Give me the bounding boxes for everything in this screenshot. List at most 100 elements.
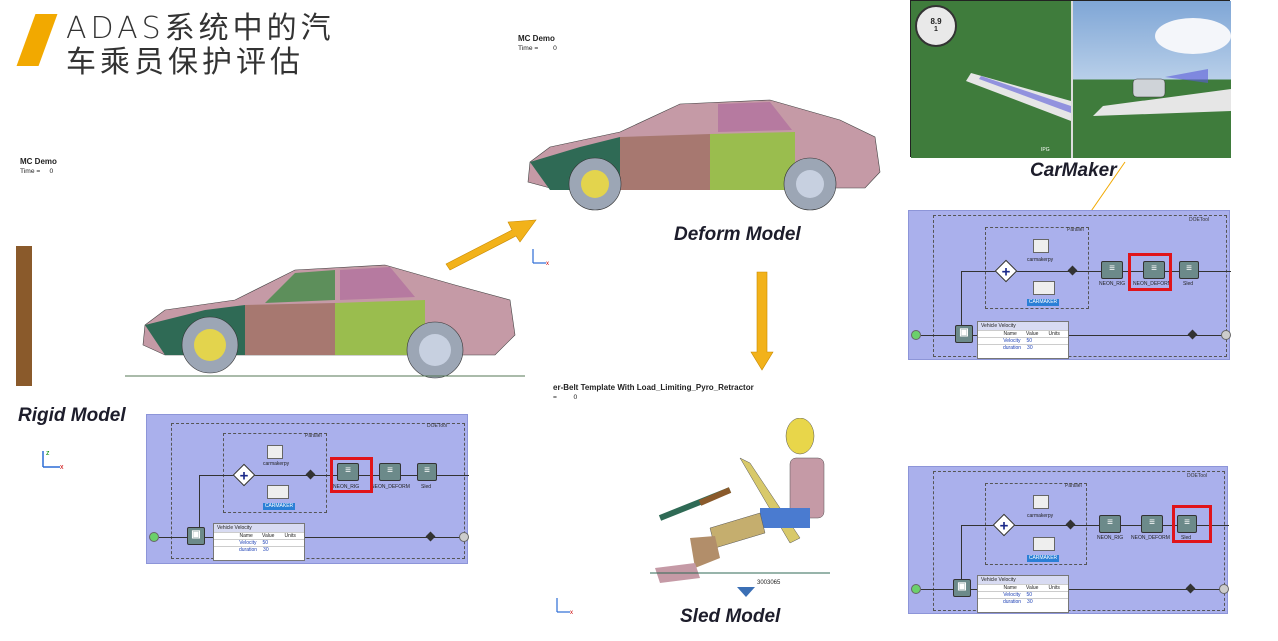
doetool-label: DOETool — [1187, 473, 1208, 479]
sled-template-header: er-Belt Template With Load_Limiting_Pyro… — [553, 383, 754, 402]
highlight-box — [1128, 253, 1172, 291]
workflow-panel-rigid: DOETool Parallel ▣ + carmakerpy CARMAKER… — [146, 414, 469, 564]
rigid-wall — [16, 246, 32, 386]
table-title: Vehicle Velocity — [978, 322, 1068, 330]
title-accent-bar — [16, 14, 58, 66]
workflow-panel-sled: DOETool Parallel ▣ + carmakerpy CARMAKER… — [908, 466, 1229, 614]
split-divider — [1071, 1, 1073, 158]
row-value: 30 — [1027, 345, 1033, 351]
flow-line — [199, 475, 200, 537]
flow-line — [961, 525, 1229, 526]
flow-line — [961, 271, 1231, 272]
neon-rig-node[interactable]: ≡ — [1101, 261, 1123, 279]
col-units: Units — [284, 533, 296, 539]
row-value: 50 — [1026, 592, 1033, 598]
flow-line — [159, 537, 465, 538]
col-units: Units — [1048, 585, 1060, 591]
svg-text:x: x — [60, 464, 64, 469]
deform-model-label: Deform Model — [674, 224, 801, 245]
title-line-2: 车乘员保护评估 — [66, 45, 304, 80]
carmaker-node-label[interactable]: CARMAKER — [263, 503, 295, 510]
speed-value: 8.9 — [930, 17, 942, 26]
arrow-deform-to-sled — [750, 271, 774, 371]
svg-text:z: z — [46, 450, 50, 457]
sled-node[interactable]: ≡ — [1179, 261, 1199, 279]
row-value: 50 — [262, 540, 269, 546]
doetool-group — [933, 471, 1225, 611]
vehicle-velocity-table[interactable]: Vehicle Velocity Name Value Units Velocity… — [977, 575, 1069, 613]
neon-deform-node[interactable]: ≡ — [379, 463, 401, 481]
neon-deform-label: NEON_DEFORM — [371, 484, 410, 490]
carmaker-top-view: 8.9 1 IPG — [911, 1, 1071, 158]
flow-line — [199, 475, 469, 476]
end-icon[interactable] — [459, 532, 469, 542]
axis-triad-deform: x — [530, 245, 552, 269]
sled-time-value: 0 — [573, 394, 578, 401]
col-value: Value — [1026, 585, 1039, 591]
table-header-row: Name Value Units — [978, 584, 1068, 591]
loop-node-icon[interactable]: ▣ — [955, 325, 973, 343]
carmakerpy-label: carmakerpy — [1027, 257, 1054, 263]
table-title: Vehicle Velocity — [978, 576, 1068, 584]
doetool-group — [171, 423, 465, 559]
start-icon[interactable] — [911, 330, 921, 340]
end-icon[interactable] — [1219, 584, 1229, 594]
sled-node[interactable]: ≡ — [417, 463, 437, 481]
row-name: Velocity — [1003, 338, 1021, 344]
carmaker-label: CarMaker — [1030, 160, 1117, 181]
end-icon[interactable] — [1221, 330, 1231, 340]
mc-demo-label-top: MC Demo Time = 0 — [518, 34, 557, 53]
highlight-box — [330, 457, 373, 493]
carmaker-node-label[interactable]: CARMAKER — [1027, 555, 1059, 562]
start-icon[interactable] — [911, 584, 921, 594]
col-value: Value — [1026, 331, 1039, 337]
neon-rig-node[interactable]: ≡ — [337, 463, 359, 481]
carmaker-node-label[interactable]: CARMAKER — [1027, 299, 1059, 306]
sled-node-id: 3003065 — [757, 580, 781, 586]
table-title: Vehicle Velocity — [214, 524, 304, 532]
parallel-group — [223, 433, 327, 513]
row-value: 30 — [263, 547, 269, 553]
table-row[interactable]: Velocity 50 — [214, 539, 304, 546]
python-script-icon[interactable] — [1033, 239, 1049, 253]
flow-line — [921, 335, 1227, 336]
neon-deform-label: NEON_DEFORM — [1131, 535, 1170, 541]
carmakerpy-label: carmakerpy — [263, 461, 290, 467]
mc-demo-name: MC Demo — [20, 157, 57, 166]
carmaker-node-icon[interactable] — [267, 485, 289, 499]
row-name: Velocity — [1003, 592, 1021, 598]
parallel-label: Parallel — [1065, 483, 1082, 489]
speed-gauge: 8.9 1 — [915, 5, 957, 47]
slide-title: ADAS系统中的汽 车乘员保护评估 — [66, 12, 335, 80]
loop-node-icon[interactable]: ▣ — [187, 527, 205, 545]
arrow-rigid-to-deform — [445, 219, 537, 271]
neon-deform-node[interactable]: ≡ — [1141, 515, 1163, 533]
table-row[interactable]: Velocity 50 — [978, 591, 1068, 598]
sled-dummy-model — [650, 418, 830, 583]
loop-node-icon[interactable]: ▣ — [953, 579, 971, 597]
neon-deform-node[interactable]: ≡ — [1143, 261, 1165, 279]
carmaker-node-icon[interactable] — [1033, 281, 1055, 295]
ipg-logo: IPG — [1041, 147, 1050, 153]
row-name: Velocity — [239, 540, 257, 546]
start-icon[interactable] — [149, 532, 159, 542]
title-line-1: ADAS系统中的汽 — [66, 11, 335, 46]
row-name: duration — [1002, 599, 1022, 605]
sled-template-title: er-Belt Template With Load_Limiting_Pyro… — [553, 383, 754, 392]
sled-time-label: = — [553, 394, 557, 401]
col-name: Name — [1003, 585, 1017, 591]
neon-rig-node[interactable]: ≡ — [1099, 515, 1121, 533]
python-script-icon[interactable] — [267, 445, 283, 459]
python-script-icon[interactable] — [1033, 495, 1049, 509]
carmaker-node-icon[interactable] — [1033, 537, 1055, 551]
mc-demo-label-left: MC Demo Time = 0 — [20, 157, 57, 176]
sled-node[interactable]: ≡ — [1177, 515, 1197, 533]
